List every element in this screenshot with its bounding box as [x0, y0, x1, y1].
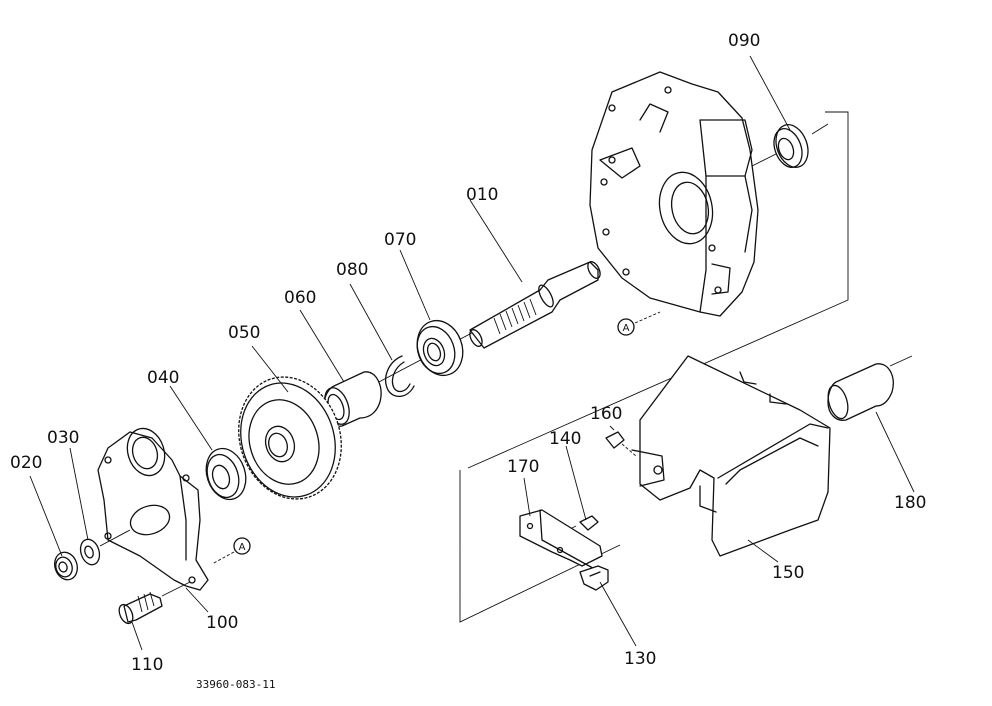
pipe-180	[827, 355, 913, 421]
label-030: 030	[47, 428, 79, 448]
callout-a-lower: A	[211, 537, 251, 565]
leader-lines	[29, 55, 915, 651]
bracket-170	[519, 509, 603, 573]
label-150: 150	[772, 563, 804, 583]
drawing-number: 33960-083-11	[196, 678, 275, 691]
label-010: 010	[466, 185, 498, 205]
nut-020	[54, 529, 131, 581]
label-090: 090	[728, 31, 760, 51]
label-140: 140	[549, 429, 581, 449]
svg-text:A: A	[239, 542, 246, 553]
label-130: 130	[624, 649, 656, 669]
label-060: 060	[284, 288, 316, 308]
upper-frame	[467, 111, 849, 469]
gear-case-housing	[589, 71, 759, 317]
bearing-040	[205, 447, 247, 501]
label-160: 160	[590, 404, 622, 424]
label-100: 100	[206, 613, 238, 633]
label-170: 170	[507, 457, 539, 477]
collar-060	[323, 371, 382, 427]
label-050: 050	[228, 323, 260, 343]
bracket-100	[97, 427, 209, 591]
svg-text:A: A	[623, 323, 630, 334]
label-040: 040	[147, 368, 179, 388]
pin-160	[605, 431, 637, 457]
callout-a-upper: A	[617, 311, 661, 336]
label-180: 180	[894, 493, 926, 513]
bolt-110	[118, 581, 191, 625]
label-070: 070	[384, 230, 416, 250]
oil-seal-090	[751, 123, 829, 168]
bearing-070	[416, 319, 464, 377]
washer-030	[79, 538, 101, 566]
gear-050	[238, 376, 342, 500]
label-020: 020	[10, 453, 42, 473]
shaft-010	[469, 261, 601, 349]
snap-ring-080	[385, 355, 415, 397]
label-110: 110	[131, 655, 163, 675]
label-080: 080	[336, 260, 368, 280]
lower-frame	[459, 470, 621, 623]
clip-130	[579, 565, 609, 591]
cover-150	[631, 355, 831, 557]
part-labels: 010 020 030 040 050 060 070 080 090 100 …	[10, 31, 926, 675]
